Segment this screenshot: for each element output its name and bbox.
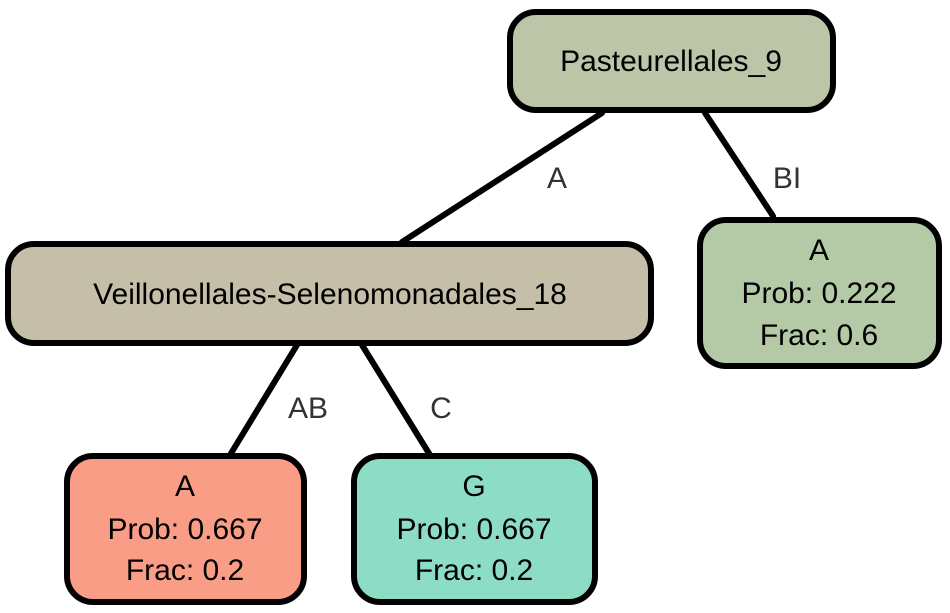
edge-veillonellales-to-leaf-a-left: AB [227,342,328,458]
edge-line [227,342,300,458]
leaf-label: A [809,234,829,267]
leaf-prob: Prob: 0.667 [396,513,551,546]
edge-label: A [547,162,567,195]
node-box [697,217,942,369]
leaf-node-g: G Prob: 0.667 Frac: 0.2 [351,453,598,605]
edge-label: C [430,392,452,425]
edge-label: AB [288,392,328,425]
edge-label: BI [773,162,801,195]
leaf-prob: Prob: 0.667 [107,513,262,546]
node-box [5,241,654,346]
node-box [351,453,598,605]
edge-root-to-veillonellales: A [399,110,605,245]
node-pasteurellales: Pasteurellales_9 [507,9,836,113]
edge-root-to-leaf-a-right: BI [702,110,801,219]
edge-veillonellales-to-leaf-g: C [359,342,452,458]
leaf-frac: Frac: 0.6 [760,319,878,352]
edge-line [359,342,433,458]
node-box [64,453,307,605]
node-label: Pasteurellales_9 [560,45,782,78]
node-veillonellales-selenomonadales: Veillonellales-Selenomonadales_18 [5,241,654,346]
edge-line [702,110,776,219]
edge-line [399,110,605,245]
node-box [507,9,836,113]
node-label: Veillonellales-Selenomonadales_18 [93,278,567,311]
leaf-frac: Frac: 0.2 [126,554,244,587]
leaf-node-a-left: A Prob: 0.667 Frac: 0.2 [64,453,307,605]
leaf-frac: Frac: 0.2 [415,554,533,587]
leaf-label: A [175,470,195,503]
leaf-prob: Prob: 0.222 [741,277,896,310]
leaf-node-a-right: A Prob: 0.222 Frac: 0.6 [697,217,942,369]
leaf-label: G [462,470,485,503]
